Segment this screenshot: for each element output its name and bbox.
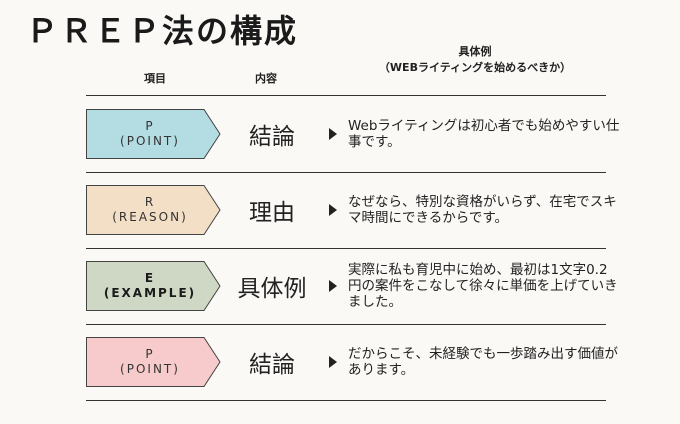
- step-word: (REASON): [112, 210, 188, 224]
- step-concept: 具体例: [237, 276, 307, 302]
- divider: [86, 95, 606, 96]
- step-tag-shape: [86, 109, 221, 159]
- triangle-right-icon: [329, 356, 337, 368]
- divider: [86, 172, 606, 173]
- header-content: 内容: [255, 72, 277, 85]
- header-item: 項目: [144, 72, 166, 85]
- step-letter: P: [145, 119, 155, 133]
- step-tag: R (REASON): [86, 185, 222, 235]
- step-example: だからこそ、未経験でも一歩踏み出す価値があります。: [348, 324, 620, 400]
- table-row: E (EXAMPLE) 具体例 実際に私も育児中に始め、最初は1文字0.2円の案…: [0, 248, 680, 324]
- divider: [86, 324, 606, 325]
- step-letter: R: [144, 195, 156, 209]
- step-tag: P (POINT): [86, 109, 222, 159]
- step-example-text: 実際に私も育児中に始め、最初は1文字0.2円の案件をこなして徐々に単価を上げてい…: [348, 262, 618, 310]
- step-example: なぜなら、特別な資格がいらず、在宅でスキマ時間にできるからです。: [348, 172, 620, 248]
- step-word: (POINT): [120, 362, 180, 376]
- table-row: R (REASON) 理由 なぜなら、特別な資格がいらず、在宅でスキマ時間にでき…: [0, 172, 680, 248]
- divider: [86, 248, 606, 249]
- table-row: P (POINT) 結論 Webライティングは初心者でも始めやすい仕事です。: [0, 96, 680, 172]
- triangle-right-icon: [329, 204, 337, 216]
- triangle-right-icon: [329, 280, 337, 292]
- step-tag: E (EXAMPLE): [86, 261, 222, 311]
- header-example-subtitle: （WEBライティングを始めるべきか）: [378, 61, 572, 74]
- step-example: Webライティングは初心者でも始めやすい仕事です。: [348, 96, 620, 172]
- step-letter: P: [145, 347, 155, 361]
- page-title: ＰＲＥＰ法の構成: [26, 12, 299, 50]
- step-tag-shape: [86, 261, 221, 311]
- triangle-right-icon: [329, 128, 337, 140]
- step-example-text: なぜなら、特別な資格がいらず、在宅でスキマ時間にできるからです。: [348, 194, 617, 226]
- step-example: 実際に私も育児中に始め、最初は1文字0.2円の案件をこなして徐々に単価を上げてい…: [348, 248, 620, 324]
- step-tag-shape: [86, 337, 221, 387]
- header-example-title: 具体例: [458, 45, 492, 58]
- table-row: P (POINT) 結論 だからこそ、未経験でも一歩踏み出す価値があります。: [0, 324, 680, 400]
- step-concept: 結論: [249, 124, 295, 150]
- step-concept: 理由: [249, 200, 295, 226]
- step-example-text: Webライティングは初心者でも始めやすい仕事です。: [348, 118, 620, 150]
- divider: [86, 400, 606, 401]
- step-letter: E: [144, 271, 156, 285]
- step-tag-shape: [86, 185, 221, 235]
- step-word: (EXAMPLE): [103, 286, 197, 300]
- step-word: (POINT): [120, 134, 180, 148]
- header-example: 具体例 （WEBライティングを始めるべきか）: [350, 44, 600, 76]
- step-tag: P (POINT): [86, 337, 222, 387]
- step-concept: 結論: [249, 352, 295, 378]
- step-example-text: だからこそ、未経験でも一歩踏み出す価値があります。: [348, 346, 618, 378]
